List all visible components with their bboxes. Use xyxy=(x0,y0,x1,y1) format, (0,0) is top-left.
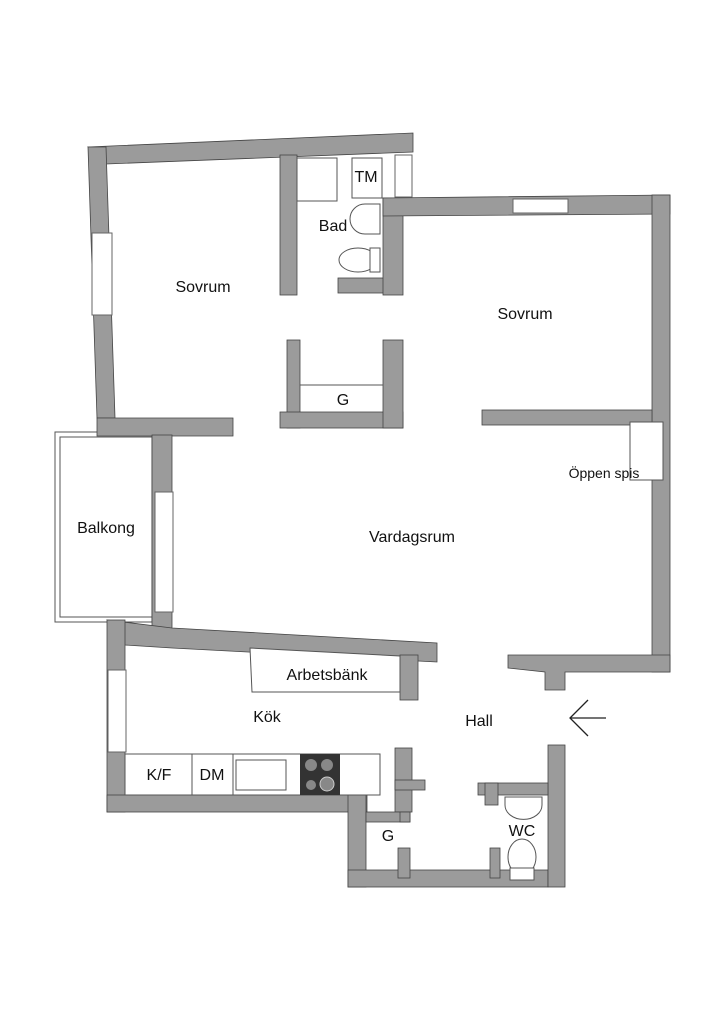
label-kf: K/F xyxy=(146,767,172,784)
label-oppen-spis: Öppen spis xyxy=(568,465,640,481)
window xyxy=(394,154,413,198)
balcony-outline xyxy=(54,431,153,623)
label-arbetsbank: Arbetsbänk xyxy=(286,667,368,684)
stove xyxy=(300,754,340,795)
label-tm: TM xyxy=(354,169,378,186)
workbench xyxy=(249,647,401,693)
shower xyxy=(296,157,338,202)
fireplace xyxy=(629,421,664,481)
window xyxy=(107,669,127,753)
room-label-wc: WC xyxy=(508,823,536,840)
room-label-vardagsrum: Vardagsrum xyxy=(369,529,455,546)
window xyxy=(512,198,569,214)
room-label-hall: Hall xyxy=(465,713,493,730)
washer-tm xyxy=(351,157,383,199)
label-dm: DM xyxy=(199,767,225,784)
room-label-sovrum-right: Sovrum xyxy=(497,306,553,323)
room-label-sovrum-left: Sovrum xyxy=(175,279,231,296)
room-label-balkong: Balkong xyxy=(77,520,135,537)
window xyxy=(154,491,174,613)
window xyxy=(91,232,113,316)
sink xyxy=(235,759,287,791)
walls xyxy=(87,132,671,888)
label-g-closet-top: G xyxy=(336,392,350,409)
label-g-closet-bottom: G xyxy=(381,828,395,845)
bath-sink xyxy=(349,203,381,235)
room-label-bad: Bad xyxy=(318,218,348,235)
wc-sink xyxy=(504,796,543,820)
room-label-kok: Kök xyxy=(253,709,281,726)
entrance-arrow-icon xyxy=(569,699,606,737)
